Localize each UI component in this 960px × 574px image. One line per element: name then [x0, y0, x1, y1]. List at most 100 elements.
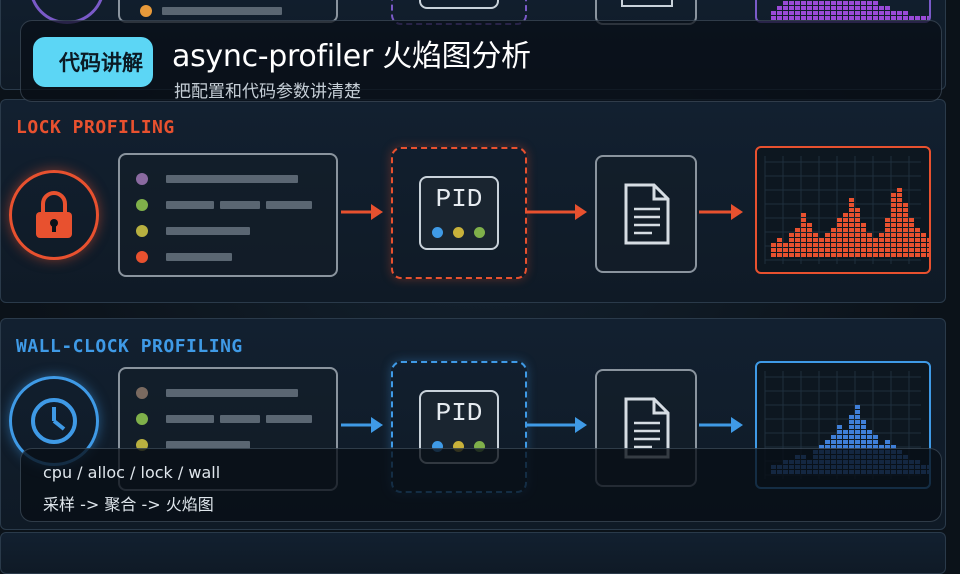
flame-cell — [921, 16, 926, 20]
flame-cell — [801, 243, 806, 247]
flame-cell — [807, 6, 812, 10]
caption-pipeline: 采样 -> 聚合 -> 火焰图 — [43, 495, 214, 514]
list-dot — [136, 199, 148, 211]
flame-cell — [849, 430, 854, 434]
flame-cell — [825, 1, 830, 5]
flame-cell — [807, 16, 812, 20]
flame-cell — [891, 233, 896, 237]
flame-cell — [825, 440, 830, 444]
flame-cell — [903, 253, 908, 257]
flame-cell — [801, 253, 806, 257]
flame-cell — [789, 233, 794, 237]
flame-cell — [801, 218, 806, 222]
flame-cell — [909, 223, 914, 227]
flame-cell — [909, 233, 914, 237]
flame-cell — [819, 445, 824, 449]
flame-cell — [795, 228, 800, 232]
flame-cell — [849, 203, 854, 207]
flame-cell — [861, 430, 866, 434]
flame-cell — [897, 248, 902, 252]
flame-cell — [801, 6, 806, 10]
flame-cell — [777, 16, 782, 20]
flame-cell — [783, 16, 788, 20]
list-dot — [136, 413, 148, 425]
flame-cell — [867, 435, 872, 439]
flame-cell — [867, 238, 872, 242]
list-bar — [162, 7, 282, 15]
flame-cell — [831, 435, 836, 439]
flame-cell — [903, 218, 908, 222]
flame-cell — [843, 253, 848, 257]
flame-cell — [789, 16, 794, 20]
flame-cell — [807, 223, 812, 227]
flame-cell — [825, 238, 830, 242]
caption-modes: cpu / alloc / lock / wall — [43, 463, 221, 482]
flame-cell — [885, 6, 890, 10]
flame-cell — [849, 415, 854, 419]
flame-cell — [897, 213, 902, 217]
flame-cell — [849, 248, 854, 252]
code-explain-badge: 代码讲解 — [33, 37, 153, 87]
flame-cell — [807, 11, 812, 15]
flame-cell — [789, 243, 794, 247]
flame-cell — [897, 228, 902, 232]
flame-cell — [849, 1, 854, 5]
flame-cell — [837, 233, 842, 237]
flame-cell — [831, 6, 836, 10]
flame-cell — [909, 243, 914, 247]
flame-cell — [891, 238, 896, 242]
flame-cell — [819, 11, 824, 15]
flame-cell — [837, 228, 842, 232]
flame-cell — [789, 248, 794, 252]
flame-cell — [837, 445, 842, 449]
flame-cell — [897, 223, 902, 227]
flame-cell — [849, 213, 854, 217]
flame-cell — [897, 198, 902, 202]
flame-cell — [831, 238, 836, 242]
flame-cell — [915, 248, 920, 252]
flame-cell — [783, 243, 788, 247]
flame-cell — [771, 16, 776, 20]
config-list-box — [118, 153, 338, 277]
flame-cell — [873, 243, 878, 247]
flame-cell — [891, 243, 896, 247]
flame-cell — [861, 435, 866, 439]
flame-cell — [831, 16, 836, 20]
flame-cell — [855, 6, 860, 10]
flame-cell — [903, 213, 908, 217]
flame-cell — [849, 243, 854, 247]
flame-cell — [795, 248, 800, 252]
flame-cell — [927, 243, 929, 247]
flame-cell — [897, 208, 902, 212]
section-title: WALL-CLOCK PROFILING — [16, 336, 243, 357]
flame-cell — [855, 208, 860, 212]
flame-cell — [873, 16, 878, 20]
flame-cell — [885, 218, 890, 222]
flame-cell — [783, 11, 788, 15]
caption-overlay — [20, 448, 942, 522]
flame-cell — [849, 238, 854, 242]
flame-cell — [861, 228, 866, 232]
flame-cell — [825, 243, 830, 247]
flame-cell — [831, 243, 836, 247]
flame-cell — [783, 253, 788, 257]
flame-cell — [867, 440, 872, 444]
flame-cell — [861, 253, 866, 257]
flame-cell — [867, 430, 872, 434]
flame-cell — [861, 16, 866, 20]
flame-cell — [927, 248, 929, 252]
flame-cell — [915, 228, 920, 232]
flame-cell — [897, 233, 902, 237]
flame-cell — [837, 6, 842, 10]
flame-cell — [879, 238, 884, 242]
flame-cell — [897, 218, 902, 222]
flame-cell — [849, 16, 854, 20]
flame-cell — [897, 238, 902, 242]
flame-cell — [861, 440, 866, 444]
flame-cell — [843, 223, 848, 227]
flame-cell — [807, 233, 812, 237]
flame-cell — [879, 243, 884, 247]
flame-cell — [801, 223, 806, 227]
flame-cell — [909, 218, 914, 222]
flame-cell — [885, 16, 890, 20]
